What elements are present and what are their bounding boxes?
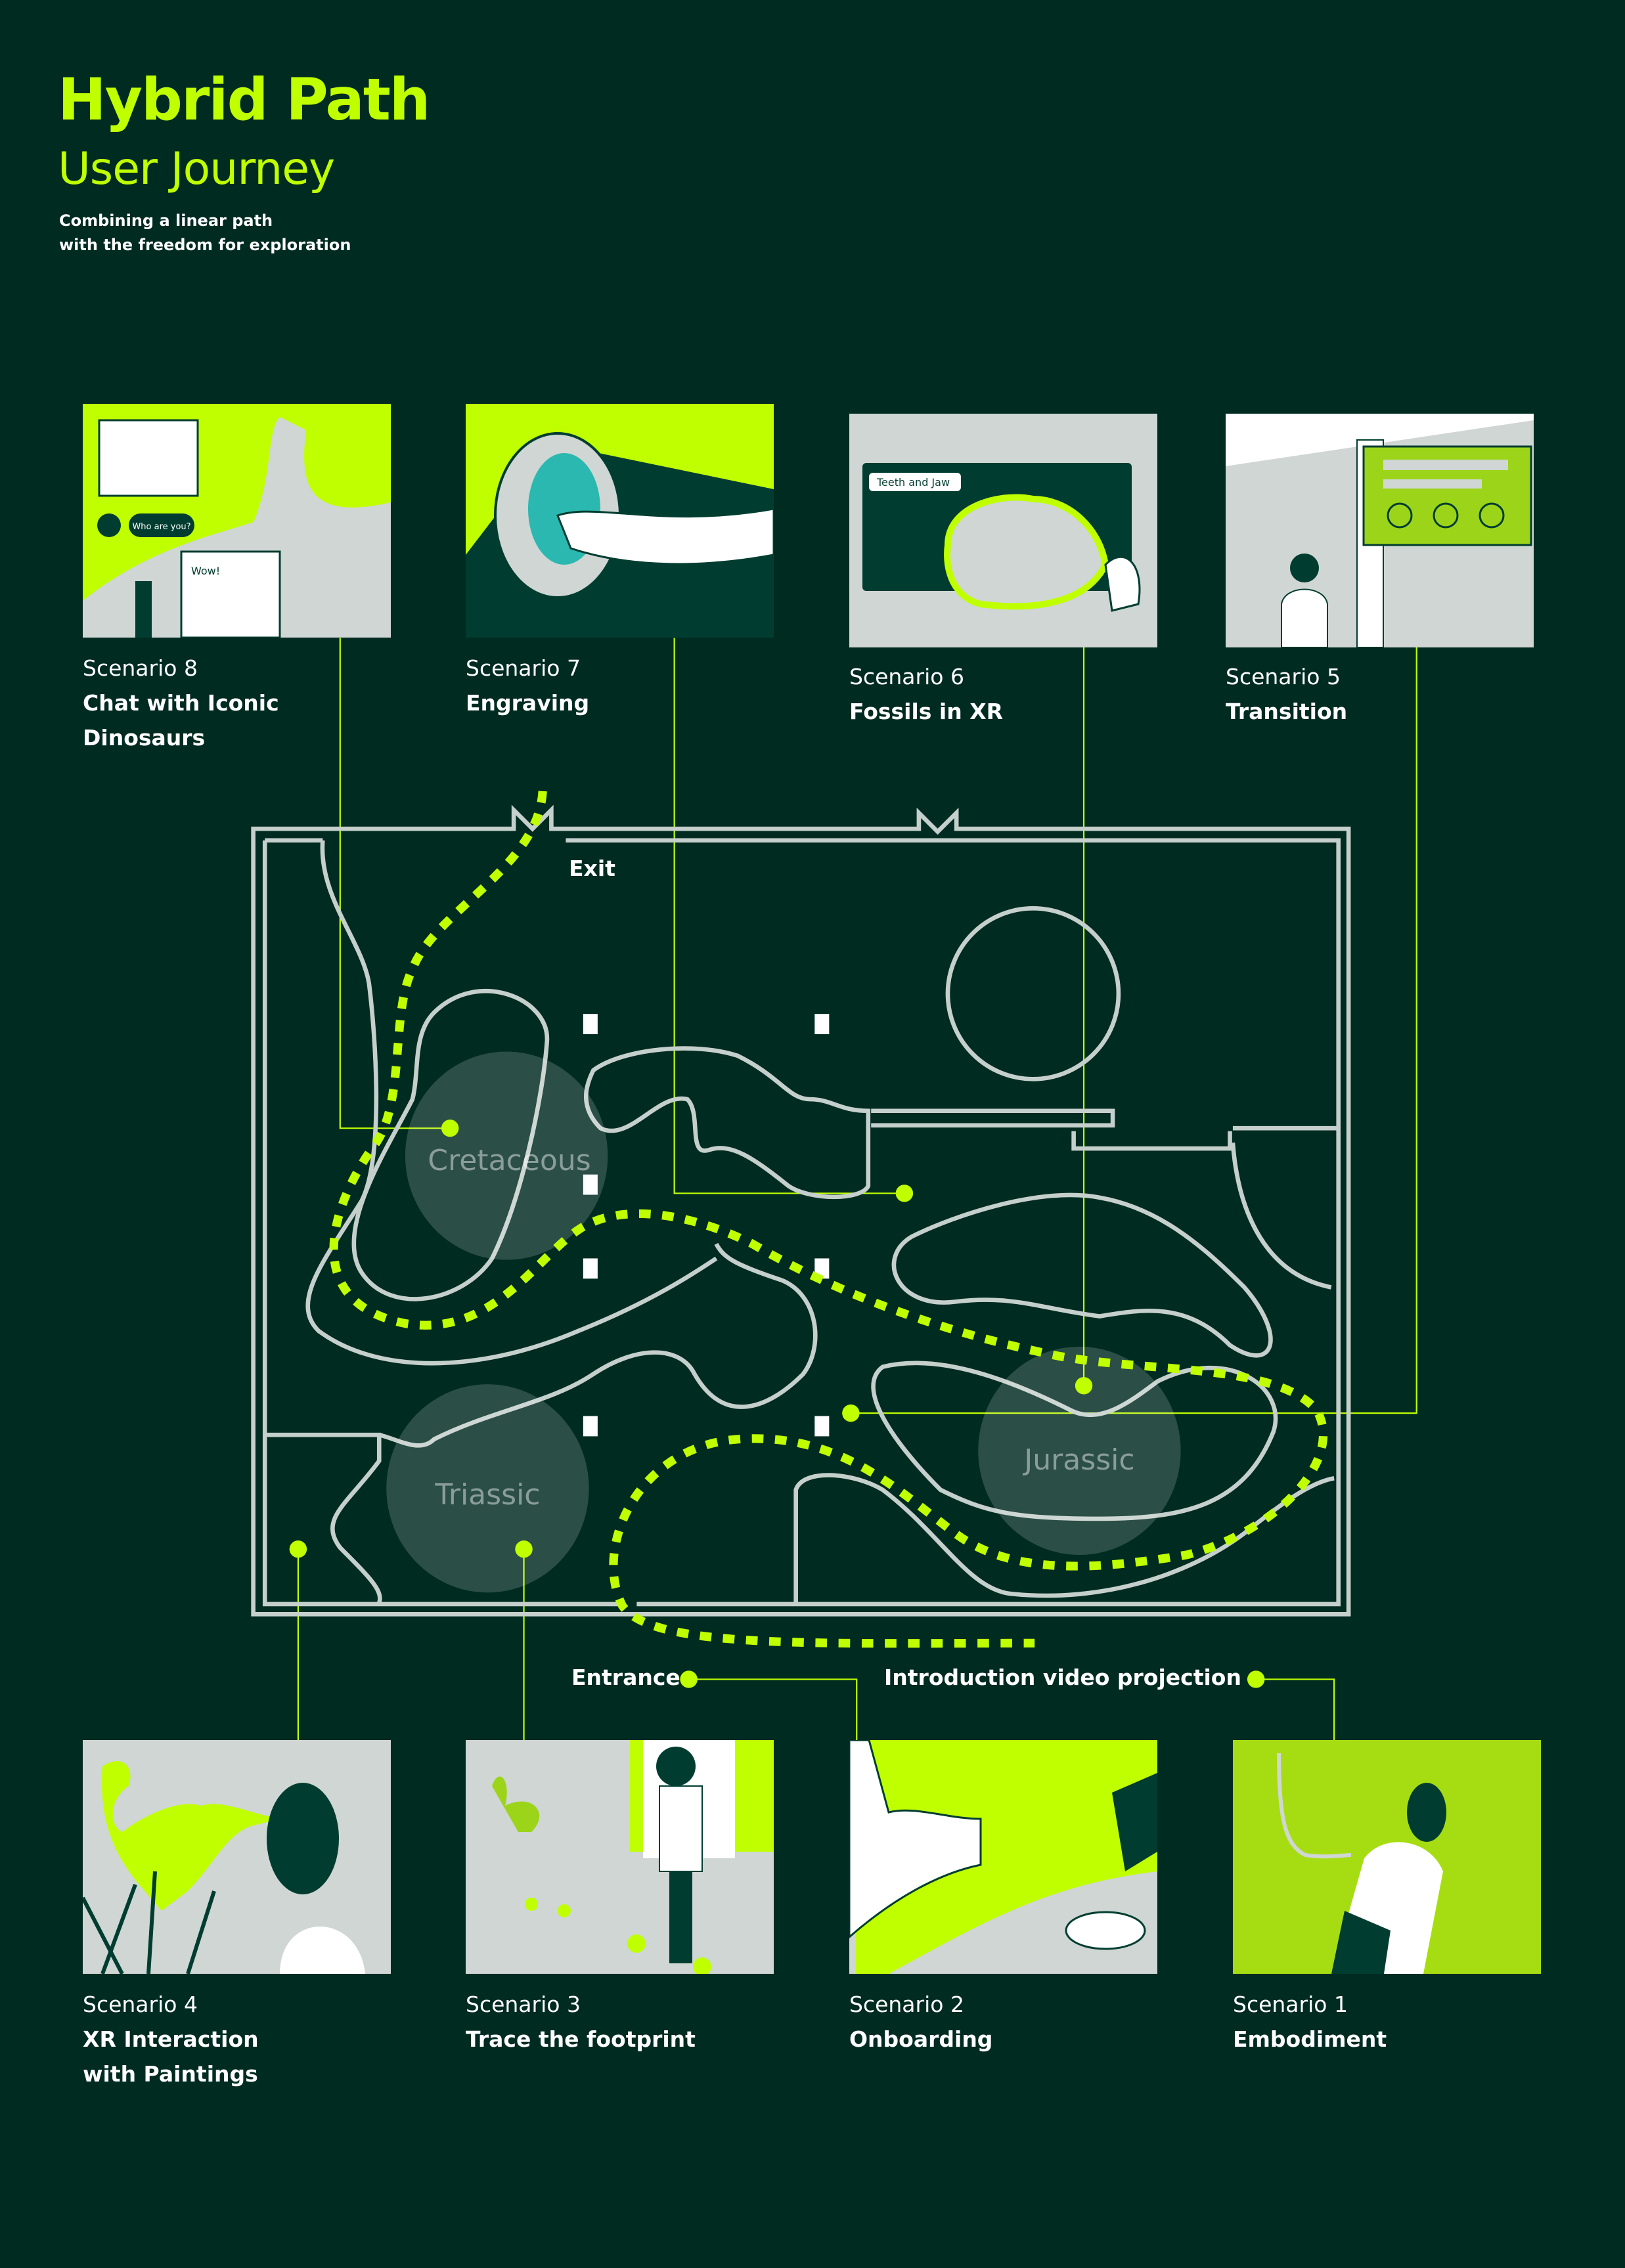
scenario-4-illustration bbox=[83, 1740, 391, 1974]
scenario-number: Scenario 1 bbox=[1233, 1992, 1348, 2017]
scenario-name-line: Engraving bbox=[466, 690, 590, 716]
scenario-name-line: XR Interaction bbox=[83, 2026, 259, 2052]
scenario-name-line: Trace the footprint bbox=[466, 2026, 696, 2052]
scenario-8-illustration: Who are you? Wow! bbox=[83, 404, 391, 638]
page-title: Hybrid Path bbox=[58, 66, 430, 133]
connector-scenario-1 bbox=[1256, 1678, 1335, 1740]
wow-text: Wow! bbox=[191, 565, 220, 577]
zone-circles bbox=[386, 1051, 1181, 1593]
marker-scenario-8 bbox=[441, 1119, 459, 1137]
scenario-7-illustration bbox=[466, 404, 774, 638]
walls bbox=[251, 804, 1351, 1617]
scenario-number: Scenario 3 bbox=[466, 1992, 581, 2017]
scenario-name-line: Transition bbox=[1226, 699, 1348, 724]
scenario-6-illustration: Teeth and Jaw bbox=[849, 414, 1157, 647]
marker-video bbox=[1247, 1670, 1265, 1688]
scenario-1-label: Scenario 1 Embodiment bbox=[1233, 1987, 1548, 2057]
description-line-1: Combining a linear path bbox=[59, 211, 273, 230]
zone-triassic bbox=[386, 1384, 589, 1593]
zone-cretaceous bbox=[405, 1051, 608, 1260]
panel-title-text: Teeth and Jaw bbox=[876, 476, 950, 489]
scenario-number: Scenario 8 bbox=[83, 655, 198, 681]
marker-scenario-5 bbox=[842, 1404, 860, 1422]
marker-scenario-4 bbox=[289, 1540, 307, 1558]
marker-scenario-6 bbox=[1075, 1377, 1093, 1395]
scenario-5-illustration bbox=[1226, 414, 1534, 647]
scenario-3-label: Scenario 3 Trace the footprint bbox=[466, 1987, 781, 2057]
scenario-number: Scenario 4 bbox=[83, 1992, 198, 2017]
scenario-markers bbox=[289, 1119, 1265, 1688]
zone-label-jurassic: Jurassic bbox=[1022, 1443, 1134, 1477]
zone-label-cretaceous: Cretaceous bbox=[428, 1144, 590, 1177]
scenario-name-line: with Paintings bbox=[83, 2061, 258, 2087]
marker-scenario-3 bbox=[515, 1540, 533, 1558]
connector-scenario-8 bbox=[339, 638, 451, 1129]
zone-jurassic bbox=[978, 1346, 1181, 1556]
scenario-2-label: Scenario 2 Onboarding bbox=[849, 1987, 1165, 2057]
scenario-number: Scenario 6 bbox=[849, 664, 964, 689]
marker-entrance bbox=[680, 1670, 698, 1688]
connector-scenario-2 bbox=[688, 1678, 858, 1740]
page-subtitle: User Journey bbox=[58, 143, 335, 195]
scenario-number: Scenario 7 bbox=[466, 655, 581, 681]
scenario-number: Scenario 2 bbox=[849, 1992, 964, 2017]
connector-scenario-7 bbox=[673, 638, 904, 1194]
pillars bbox=[583, 1014, 830, 1437]
entrance-label: Entrance bbox=[571, 1665, 680, 1690]
scenario-2-illustration bbox=[849, 1740, 1157, 1974]
visitor-path-dashed bbox=[329, 791, 1328, 1648]
scenario-name-line: Dinosaurs bbox=[83, 725, 206, 751]
scenario-5-label: Scenario 5 Transition bbox=[1226, 659, 1541, 729]
scenario-name-line: Onboarding bbox=[849, 2026, 993, 2052]
exit-label: Exit bbox=[569, 856, 615, 881]
connector-lines bbox=[297, 638, 1417, 1740]
scenario-8-label: Scenario 8 Chat with Iconic Dinosaurs bbox=[83, 651, 398, 755]
connector-scenario-5 bbox=[851, 646, 1417, 1414]
marker-scenario-7 bbox=[895, 1185, 914, 1202]
scenario-4-label: Scenario 4 XR Interaction with Paintings bbox=[83, 1987, 398, 2091]
video-projection-label: Introduction video projection bbox=[884, 1665, 1241, 1690]
scenario-name-line: Chat with Iconic bbox=[83, 690, 279, 716]
scenario-6-label: Scenario 6 Fossils in XR bbox=[849, 659, 1165, 729]
scenario-name-line: Fossils in XR bbox=[849, 699, 1004, 724]
scenario-1-illustration bbox=[1233, 1740, 1541, 1974]
description-line-2: with the freedom for exploration bbox=[59, 236, 351, 254]
zone-label-triassic: Triassic bbox=[434, 1478, 540, 1512]
scenario-name-line: Embodiment bbox=[1233, 2026, 1387, 2052]
scenario-3-illustration bbox=[466, 1740, 774, 1974]
scenario-7-label: Scenario 7 Engraving bbox=[466, 651, 781, 720]
chat-bubble-text: Who are you? bbox=[132, 522, 190, 532]
scenario-number: Scenario 5 bbox=[1226, 664, 1341, 689]
